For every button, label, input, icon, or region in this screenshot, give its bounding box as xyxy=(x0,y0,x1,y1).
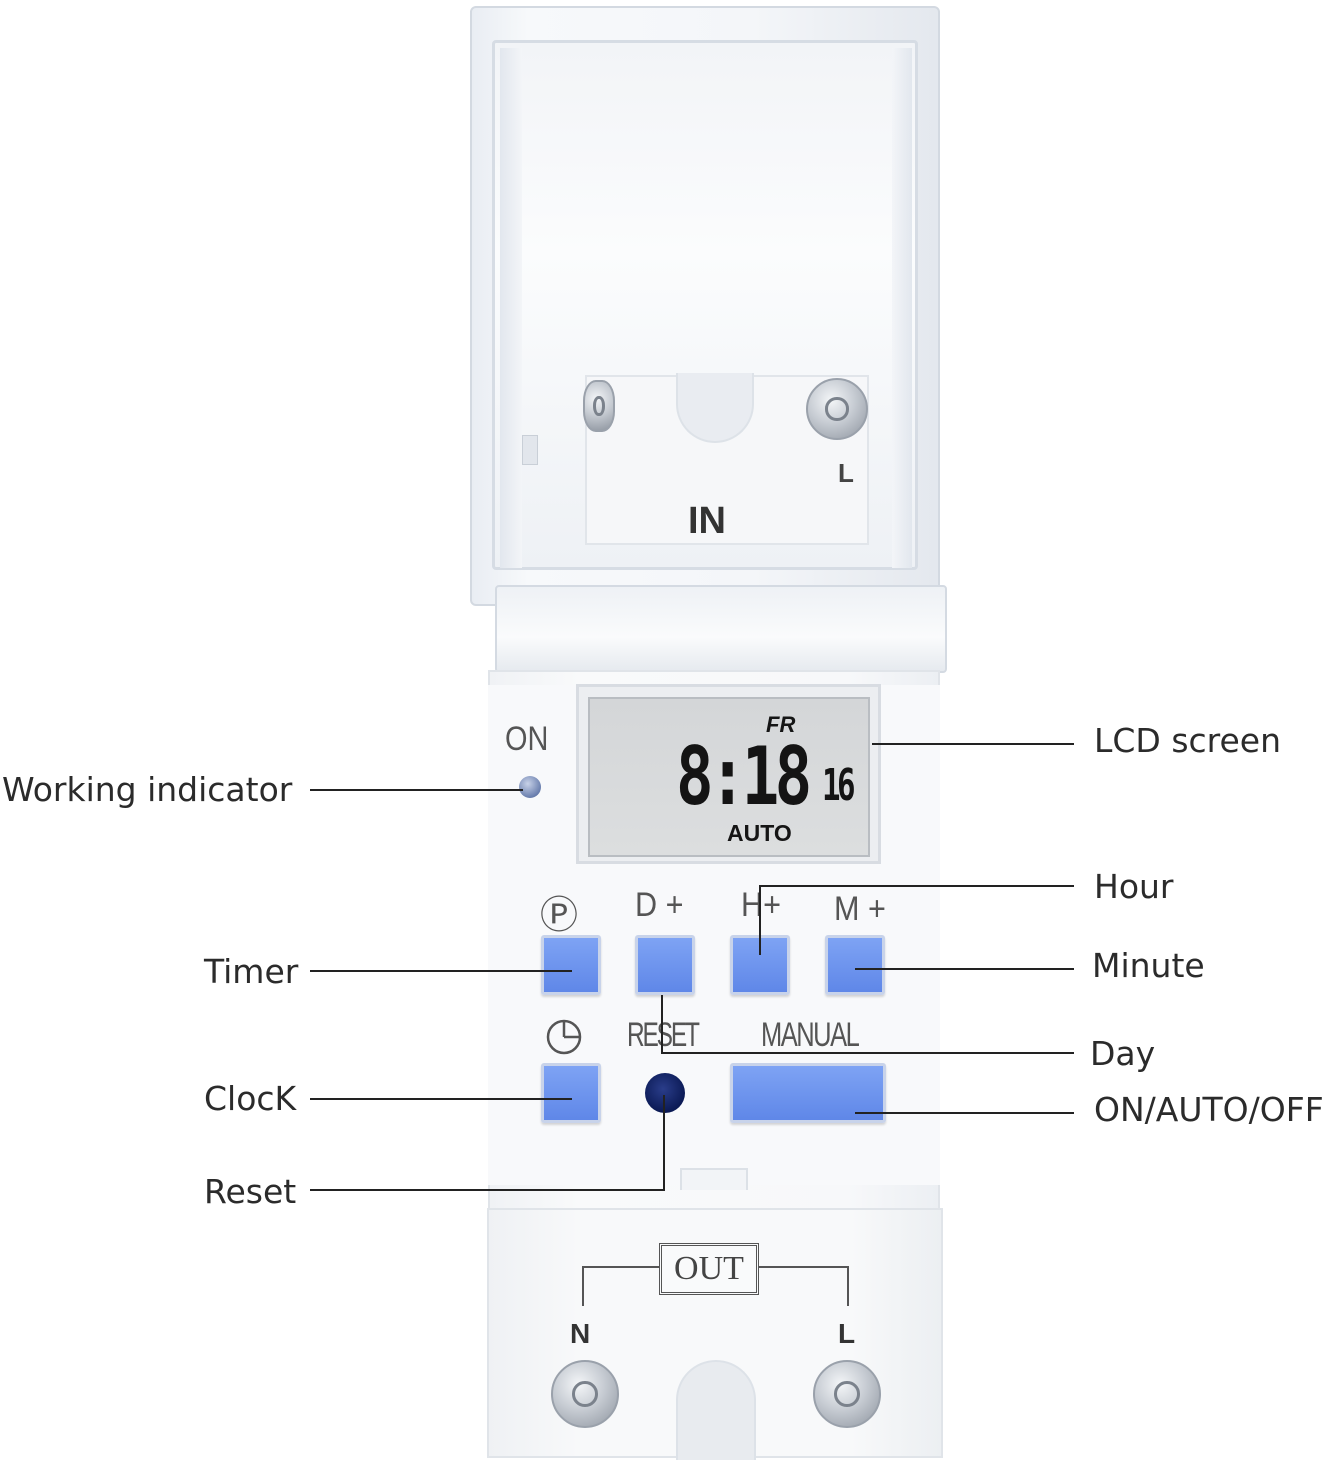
leader-day-h xyxy=(661,1052,1074,1054)
leader-hour-v xyxy=(759,885,761,955)
annotation-working-indicator: Working indicator xyxy=(2,770,293,809)
output-screw-l-icon[interactable] xyxy=(813,1360,881,1428)
clock-icon xyxy=(546,1019,582,1055)
leader-on-auto-off xyxy=(855,1112,1074,1114)
output-terminal-n-label: N xyxy=(570,1318,591,1349)
lid-rib-left xyxy=(500,48,522,568)
timer-button-label: Ⓟ xyxy=(540,895,579,937)
output-line-left xyxy=(582,1266,659,1306)
leader-reset-v xyxy=(663,1095,665,1191)
indicator-label: ON xyxy=(505,720,549,758)
leader-reset-h xyxy=(310,1189,664,1191)
output-line-right xyxy=(759,1266,849,1306)
input-screw-left-icon xyxy=(583,380,615,432)
working-indicator-led xyxy=(519,776,541,798)
output-label: OUT xyxy=(659,1243,759,1295)
lcd-seconds: 16 xyxy=(822,760,856,811)
minute-button-label: M + xyxy=(834,890,886,928)
leader-minute xyxy=(855,968,1074,970)
lcd-mode: AUTO xyxy=(727,820,792,846)
day-button[interactable] xyxy=(635,935,695,995)
leader-clock xyxy=(310,1098,572,1100)
leader-day-v xyxy=(661,995,663,1053)
lcd-screen xyxy=(588,697,870,857)
din-rail-notch xyxy=(676,1360,756,1460)
output-terminal-l-label: L xyxy=(838,1318,856,1349)
input-screw-right-icon[interactable] xyxy=(806,378,868,440)
manual-button[interactable] xyxy=(730,1063,886,1123)
input-terminal-label: L xyxy=(838,458,854,488)
terminal-notch xyxy=(676,373,754,443)
annotation-hour: Hour xyxy=(1094,867,1174,906)
lid-hinge xyxy=(495,585,947,673)
input-label: IN xyxy=(688,500,726,542)
manual-label: MANUAL xyxy=(761,1016,860,1054)
lid-rib-right xyxy=(892,48,912,568)
reset-button[interactable] xyxy=(645,1073,685,1113)
annotation-clock: ClocK xyxy=(204,1079,297,1118)
lcd-day: FR xyxy=(766,712,796,737)
annotation-timer: Timer xyxy=(204,952,299,991)
annotation-lcd-screen: LCD screen xyxy=(1094,721,1282,760)
annotation-minute: Minute xyxy=(1092,946,1205,985)
output-screw-n-icon[interactable] xyxy=(551,1360,619,1428)
annotation-day: Day xyxy=(1090,1034,1156,1073)
leader-working-indicator xyxy=(310,789,523,791)
clock-button[interactable] xyxy=(541,1063,601,1123)
annotation-reset: Reset xyxy=(204,1172,297,1211)
timer-button[interactable] xyxy=(541,935,601,995)
minute-button[interactable] xyxy=(825,935,885,995)
leader-hour-h xyxy=(760,885,1074,887)
panel-tab xyxy=(680,1168,748,1190)
leader-timer xyxy=(310,970,572,972)
day-button-label: D + xyxy=(635,886,684,924)
lcd-time: 8:18 xyxy=(676,730,812,823)
reset-label: RESET xyxy=(627,1016,700,1055)
lid-latch xyxy=(522,435,538,465)
annotation-on-auto-off: ON/AUTO/OFF xyxy=(1094,1090,1324,1129)
leader-lcd-screen xyxy=(872,743,1074,745)
